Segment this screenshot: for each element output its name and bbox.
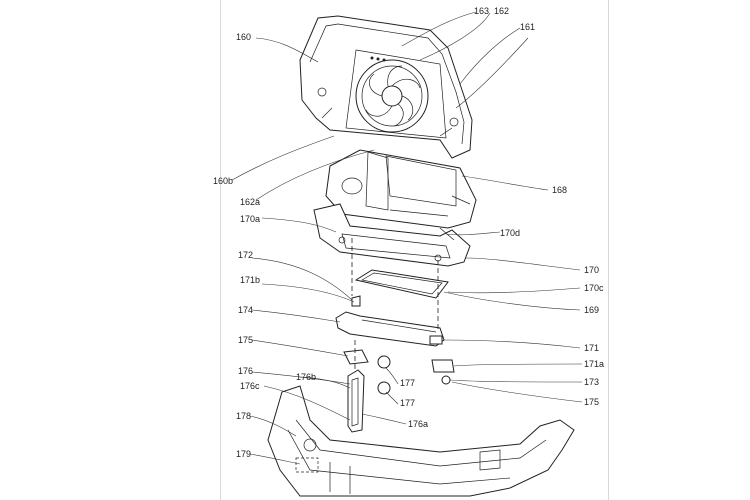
- frame-line-right: [608, 0, 609, 500]
- label-163: 163: [474, 6, 489, 16]
- ball-177-upper: [377, 355, 391, 369]
- label-171a: 171a: [584, 359, 604, 369]
- label-176c: 176c: [240, 381, 260, 391]
- chassis-178: [267, 385, 575, 497]
- label-177-upper: 177: [400, 378, 415, 388]
- label-171: 171: [584, 343, 599, 353]
- label-176b: 176b: [296, 372, 316, 382]
- label-173: 173: [584, 377, 599, 387]
- leader-lines: [231, 11, 583, 465]
- screw-173: [441, 375, 451, 385]
- frame-line-left: [220, 0, 221, 500]
- label-162a: 162a: [240, 197, 260, 207]
- label-168: 168: [552, 185, 567, 195]
- fan-162: [355, 56, 429, 133]
- label-172: 172: [238, 250, 253, 260]
- label-171b: 171b: [240, 275, 260, 285]
- heatsink-base-170: [313, 203, 471, 267]
- clip-176: [347, 369, 365, 433]
- label-178: 178: [236, 411, 251, 421]
- spring-172: [351, 295, 361, 307]
- label-175-lower: 175: [584, 397, 599, 407]
- label-175-upper: 175: [238, 335, 253, 345]
- label-160: 160: [236, 32, 251, 42]
- plate-171a: [431, 359, 455, 373]
- duct-168: [325, 149, 477, 229]
- label-170d: 170d: [500, 228, 520, 238]
- label-170a: 170a: [240, 214, 260, 224]
- label-160b: 160b: [213, 176, 233, 186]
- label-177-lower: 177: [400, 398, 415, 408]
- label-169: 169: [584, 305, 599, 315]
- label-176: 176: [238, 366, 253, 376]
- label-179: 179: [236, 449, 251, 459]
- reference-labels: 163 162 161 160 160b 162a 168 170a 170d …: [213, 6, 604, 459]
- ball-177-lower: [377, 381, 391, 395]
- plate-175: [343, 349, 369, 365]
- label-176a: 176a: [408, 419, 428, 429]
- label-170c: 170c: [584, 283, 604, 293]
- thermal-pad-169: [354, 269, 449, 299]
- bracket-171: [335, 311, 445, 347]
- label-162: 162: [494, 6, 509, 16]
- label-170: 170: [584, 265, 599, 275]
- label-174: 174: [238, 305, 253, 315]
- label-161: 161: [520, 22, 535, 32]
